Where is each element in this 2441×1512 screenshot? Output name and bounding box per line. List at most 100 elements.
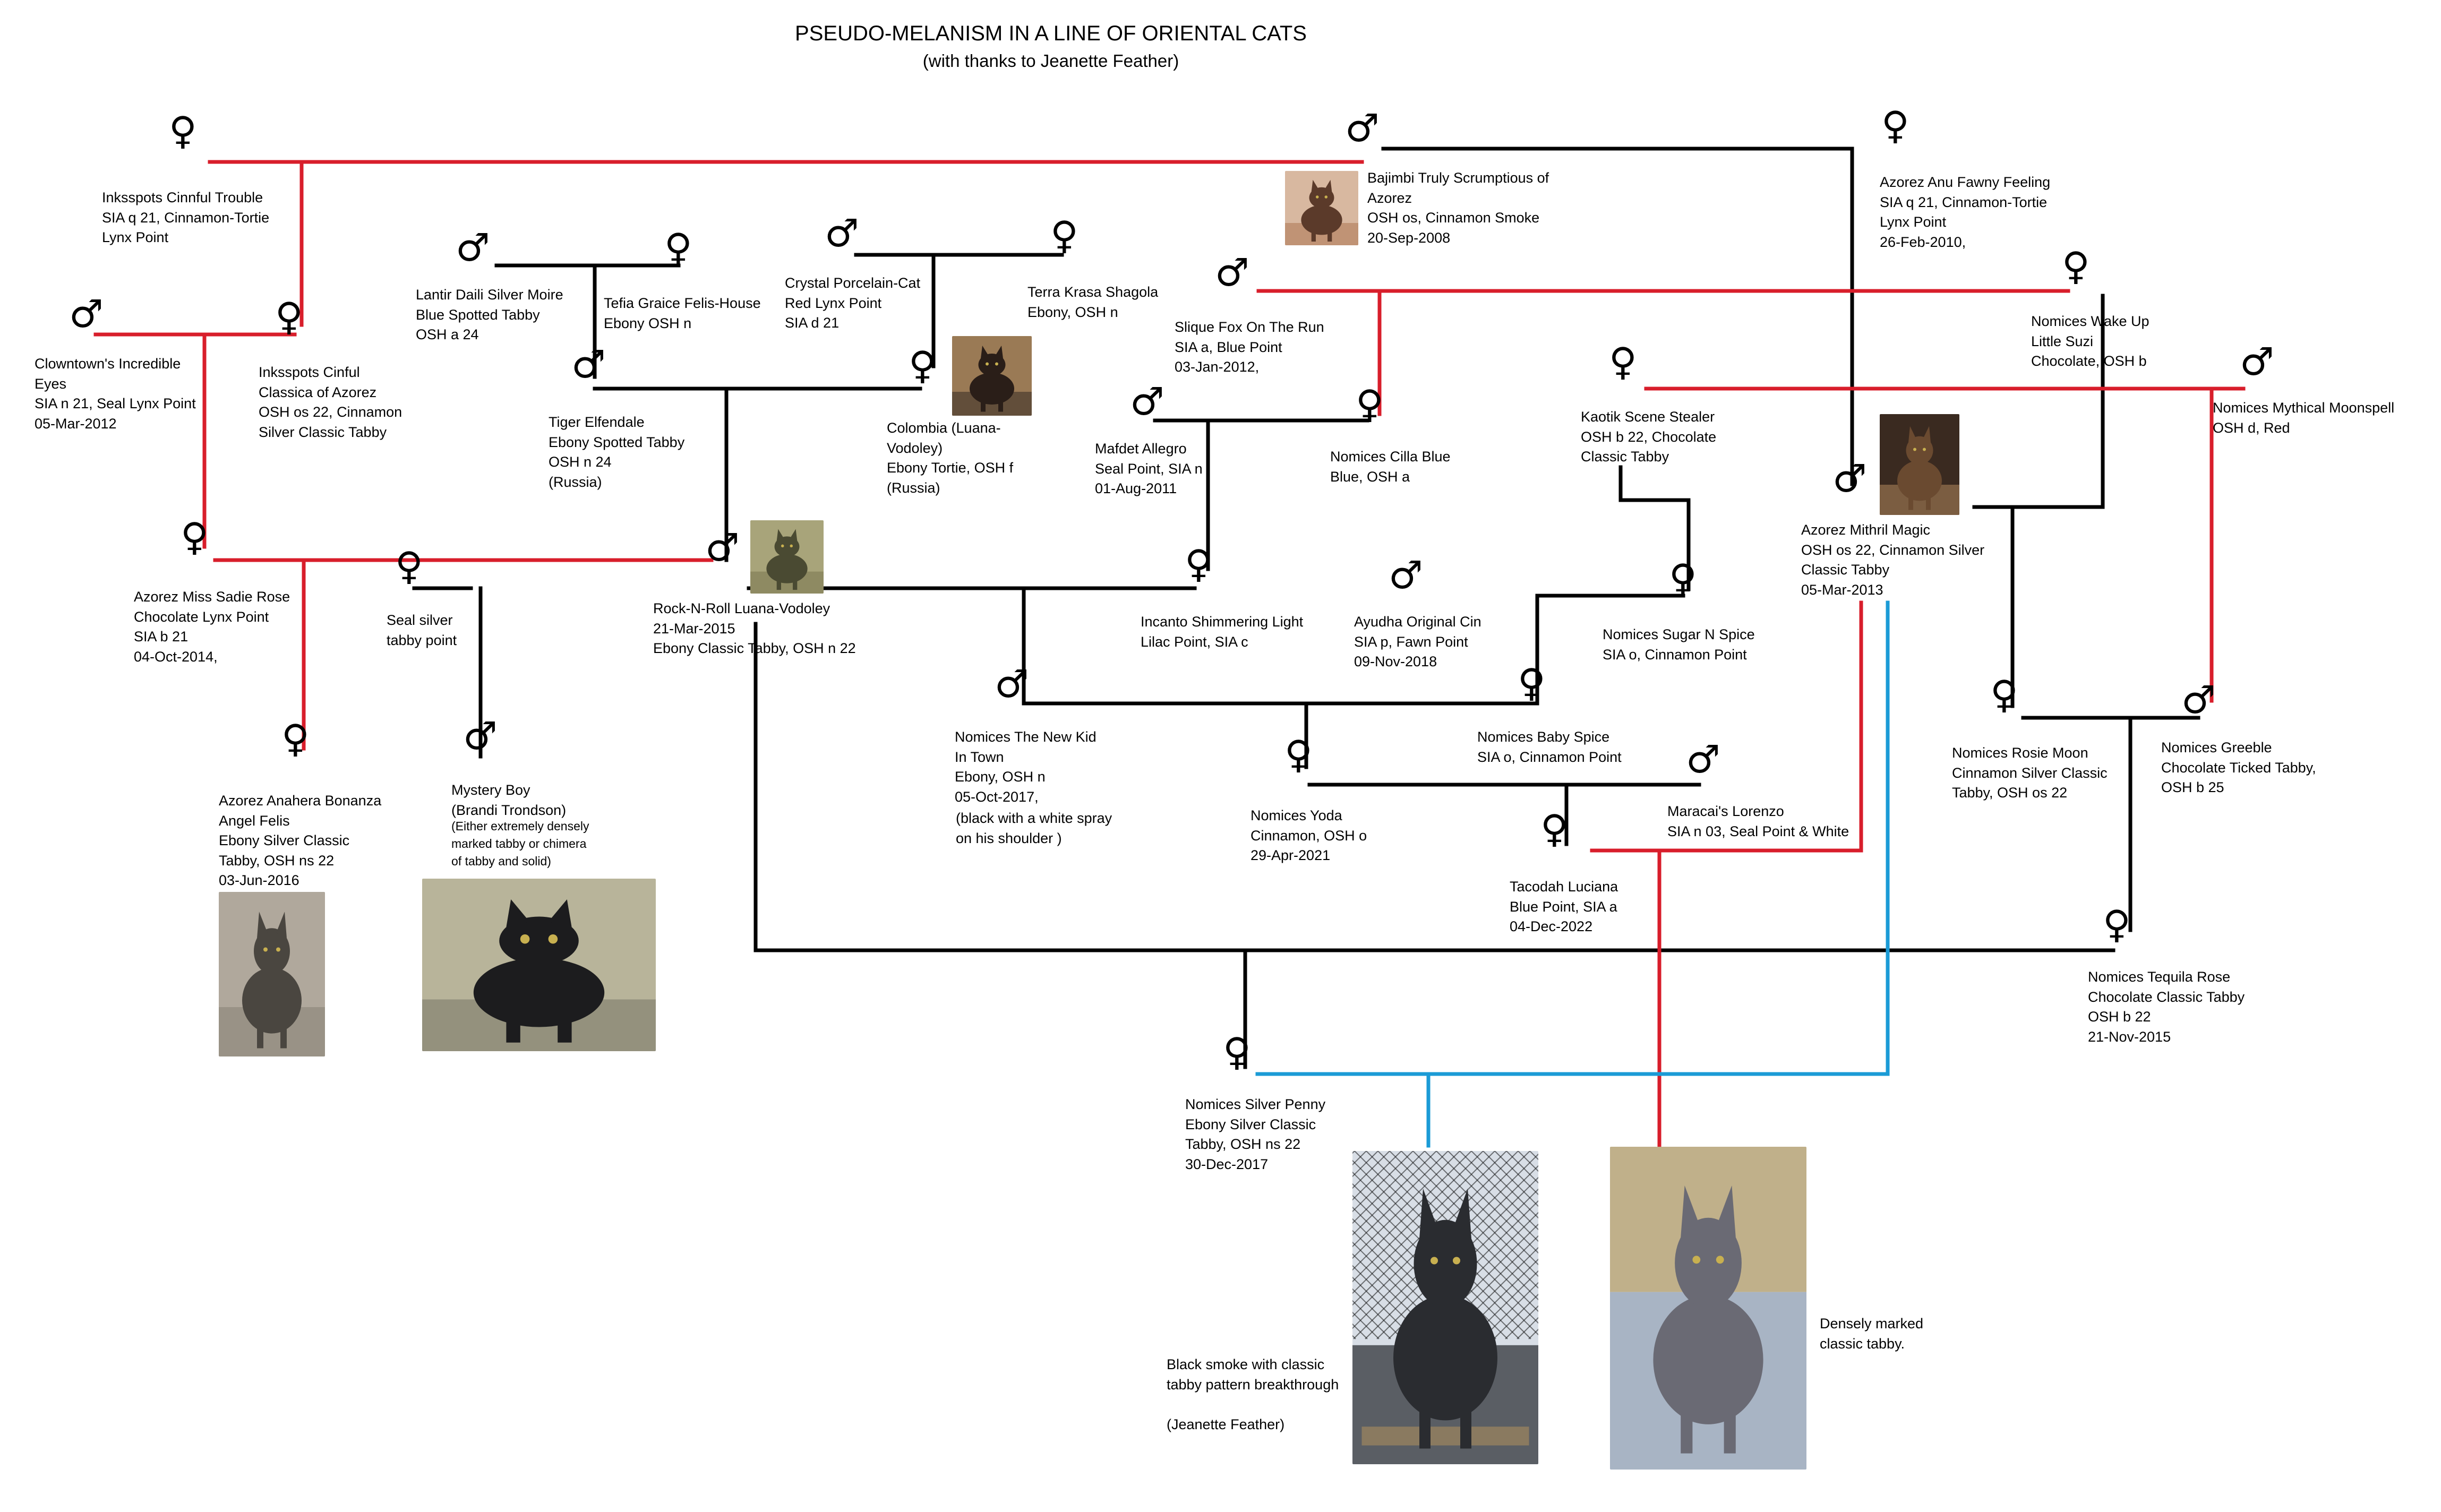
page-subtitle: (with thanks to Jeanette Feather) bbox=[922, 51, 1179, 71]
cat-label-line: SIA n 03, Seal Point & White bbox=[1667, 823, 1849, 839]
cat-label-line: Lilac Point, SIA c bbox=[1141, 633, 1248, 650]
male-symbol-icon: ♂ bbox=[705, 525, 740, 570]
cat-label-line: 04-Dec-2022 bbox=[1510, 918, 1593, 934]
cat-label-line: Nomices Wake Up bbox=[2031, 313, 2149, 329]
cat-label-line: Seal silver bbox=[387, 612, 453, 628]
female-symbol-icon: ♀ bbox=[2103, 902, 2131, 947]
female-symbol-icon: ♀ bbox=[181, 514, 209, 559]
cat-label-line: 05-Mar-2013 bbox=[1801, 581, 1883, 598]
cat-label-line: Inksspots Cinful bbox=[259, 364, 360, 380]
cat-label-line: Nomices The New Kid bbox=[955, 729, 1097, 745]
cat-label-line: SIA b 21 bbox=[134, 629, 189, 645]
male-symbol-icon: ♂ bbox=[463, 714, 498, 758]
cat-label-line: Ebony Classic Tabby, OSH n 22 bbox=[653, 640, 856, 656]
cat-note-line: (Either extremely densely bbox=[451, 819, 589, 833]
female-symbol-icon: ♀ bbox=[169, 108, 197, 153]
female-symbol-icon: ♀ bbox=[1540, 806, 1569, 851]
female-symbol-icon: ♀ bbox=[1284, 732, 1313, 777]
cat-label-line: Tabby, OSH os 22 bbox=[1952, 785, 2068, 801]
cat-label-line: Kaotik Scene Stealer bbox=[1581, 409, 1715, 425]
cat-label-line: 30-Dec-2017 bbox=[1185, 1156, 1269, 1172]
cat-label-line: Azorez Anu Fawny Feeling bbox=[1880, 174, 2051, 190]
cat-note-line: on his shoulder ) bbox=[956, 830, 1062, 846]
silver-lineage-line-0 bbox=[1255, 600, 1890, 1076]
cat-label-line: Colombia (Luana- bbox=[887, 420, 1001, 436]
female-symbol-icon: ♀ bbox=[1990, 672, 2018, 717]
male-symbol-icon: ♂ bbox=[825, 211, 859, 255]
female-symbol-icon: ♀ bbox=[1518, 660, 1546, 705]
female-symbol-icon: ♀ bbox=[909, 343, 937, 388]
caption-line: Black smoke with classic bbox=[1167, 1356, 1325, 1372]
cat-label-line: Chocolate Ticked Tabby, bbox=[2161, 759, 2316, 776]
cat-label-line: 09-Nov-2018 bbox=[1354, 654, 1437, 669]
male-symbol-icon: ♂ bbox=[571, 342, 606, 386]
cat-label-line: OSH b 25 bbox=[2161, 779, 2224, 795]
cat-label-line: 21-Mar-2015 bbox=[653, 620, 735, 637]
cat-label-line: Nomices Sugar N Spice bbox=[1603, 626, 1755, 642]
cat-label-mystery: Mystery Boy(Brandi Trondson) bbox=[451, 780, 566, 820]
female-symbol-icon: ♀ bbox=[2062, 244, 2090, 288]
cat-label-line: Tefia Graice Felis-House bbox=[604, 295, 761, 311]
cat-label-line: Cinnamon, OSH o bbox=[1251, 827, 1367, 844]
caption-line: tabby pattern breakthrough bbox=[1167, 1376, 1339, 1393]
cat-label-line: 20-Sep-2008 bbox=[1367, 229, 1451, 246]
cat-label-line: Vodoley) bbox=[887, 440, 943, 456]
cat-label-line: Slique Fox On The Run bbox=[1175, 319, 1324, 335]
female-symbol-icon: ♀ bbox=[1881, 103, 1909, 148]
female-symbol-icon: ♀ bbox=[281, 716, 310, 761]
female-symbol-icon: ♀ bbox=[1356, 382, 1384, 426]
cat-label-line: Nomices Tequila Rose bbox=[2088, 969, 2231, 985]
cat-label-line: Nomices Yoda bbox=[1251, 807, 1342, 823]
cat-label-line: Azorez Anahera Bonanza bbox=[219, 793, 382, 809]
cat-label-line: OSH d, Red bbox=[2213, 419, 2290, 436]
cat-label-line: Mafdet Allegro bbox=[1095, 441, 1187, 457]
male-symbol-icon: ♂ bbox=[1832, 456, 1867, 501]
cat-label-line: SIA p, Fawn Point bbox=[1354, 633, 1468, 650]
cat-label-line: 21-Nov-2015 bbox=[2088, 1028, 2171, 1045]
male-symbol-icon: ♂ bbox=[1686, 737, 1720, 781]
cat-label-line: tabby point bbox=[387, 632, 457, 648]
cat-label-line: 05-Mar-2012 bbox=[35, 415, 117, 432]
cat-label-line: Tiger Elfendale bbox=[549, 414, 645, 430]
cat-label-line: Bajimbi Truly Scrumptious of bbox=[1367, 170, 1549, 186]
cat-label-line: Lantir Daili Silver Moire bbox=[416, 287, 563, 303]
cat-label-line: Angel Felis bbox=[219, 812, 290, 829]
male-symbol-icon: ♂ bbox=[1215, 250, 1249, 295]
cat-label-line: 29-Apr-2021 bbox=[1251, 847, 1331, 863]
female-symbol-icon: ♀ bbox=[1669, 556, 1697, 600]
caption-line: classic tabby. bbox=[1820, 1335, 1905, 1352]
female-symbol-icon: ♀ bbox=[1185, 542, 1213, 586]
pointed-lineage-line-10 bbox=[1590, 600, 1863, 853]
cat-label-seal-silver: Seal silver tabby point bbox=[387, 611, 457, 650]
cat-photo-bajimbi bbox=[1285, 171, 1358, 245]
cat-label-line: OSH b 22 bbox=[2088, 1009, 2151, 1025]
cat-label-line: Chocolate, OSH b bbox=[2031, 353, 2147, 369]
cat-label-line: OSH os, Cinnamon Smoke bbox=[1367, 210, 1540, 226]
cat-label-line: Ebony Spotted Tabby bbox=[549, 434, 685, 450]
cat-photo-mystery bbox=[422, 879, 656, 1051]
page-title: PSEUDO-MELANISM IN A LINE OF ORIENTAL CA… bbox=[795, 22, 1307, 45]
male-symbol-icon: ♂ bbox=[69, 291, 104, 336]
cat-label-line: SIA d 21 bbox=[785, 315, 840, 331]
cat-photo-anahera bbox=[219, 892, 325, 1056]
cat-label-line: Azorez bbox=[1367, 190, 1412, 206]
cat-label-line: Blue Point, SIA a bbox=[1510, 898, 1617, 915]
